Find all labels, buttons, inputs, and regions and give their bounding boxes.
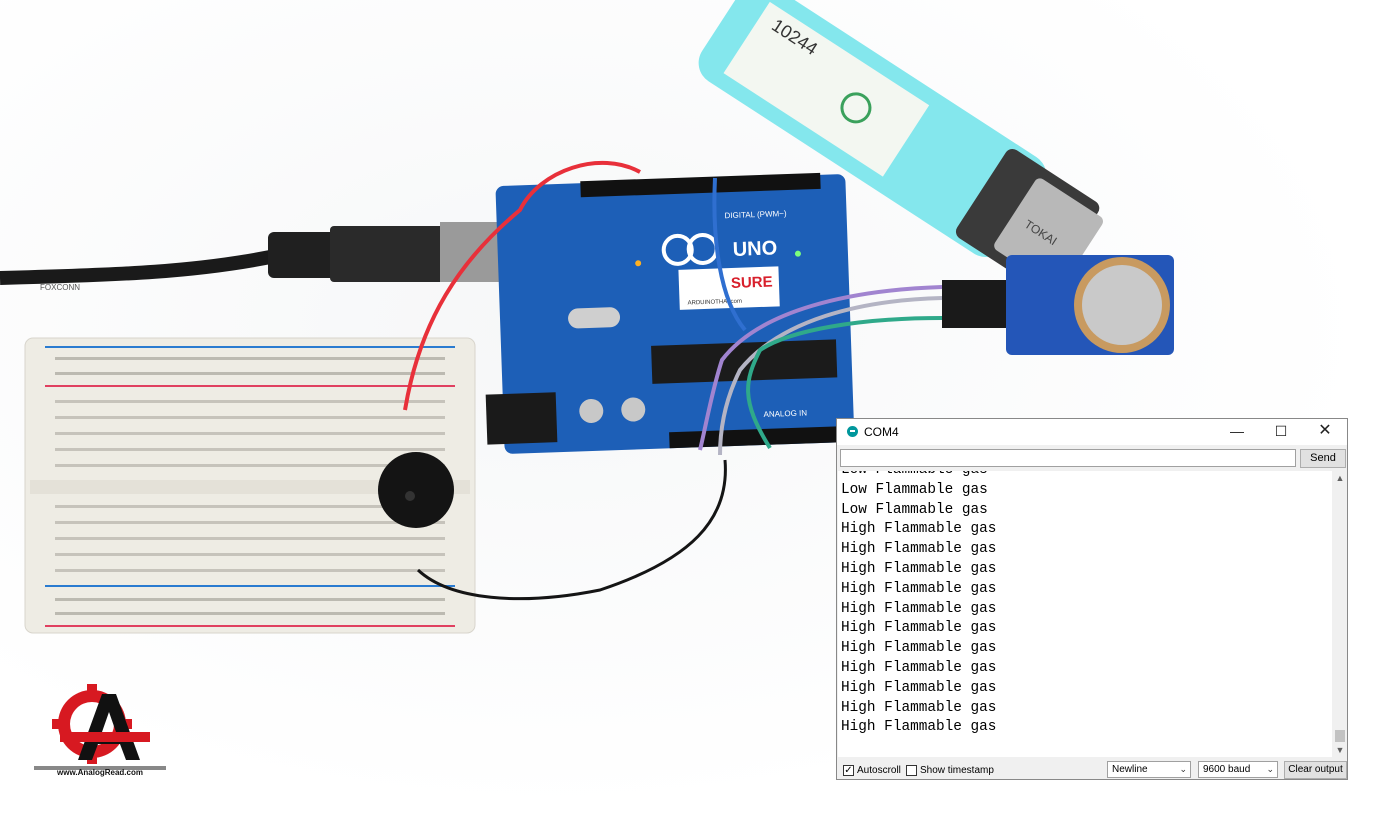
clear-output-button[interactable]: Clear output: [1284, 761, 1347, 779]
output-line: Low Flammable gas: [841, 501, 988, 518]
output-line: High Flammable gas: [841, 600, 997, 617]
logo-url: www.AnalogRead.com: [57, 768, 143, 777]
board-label: UNO: [732, 237, 777, 261]
output-line: High Flammable gas: [841, 541, 997, 558]
black-wire: [416, 459, 727, 601]
baud-rate-select[interactable]: 9600 baud ⌄: [1198, 761, 1278, 778]
output-line: High Flammable gas: [841, 719, 997, 736]
status-bar: ✓ Autoscroll Show timestamp Newline ⌄ 96…: [837, 759, 1347, 781]
usb-plug-grip: [330, 226, 450, 282]
scroll-down-icon[interactable]: ▼: [1335, 745, 1345, 755]
autoscroll-label: Autoscroll: [857, 764, 901, 776]
sensor-header: [942, 280, 1006, 328]
blue-wire: [712, 177, 747, 332]
gear-a-logo-icon: [34, 684, 166, 770]
baud-rate-value: 9600 baud: [1203, 764, 1251, 775]
output-line: High Flammable gas: [841, 679, 997, 696]
usb-cable: [0, 248, 282, 285]
scroll-thumb[interactable]: [1335, 730, 1345, 742]
checkbox-checked-icon[interactable]: ✓: [843, 764, 854, 776]
analogread-logo: www.AnalogRead.com: [30, 682, 170, 786]
chevron-down-icon: ⌄: [1179, 764, 1187, 774]
breadboard-holes: [55, 357, 445, 615]
board-analog-label: ANALOG IN: [763, 408, 807, 419]
output-line: Low Flammable gas: [841, 481, 988, 498]
autoscroll-checkbox[interactable]: ✓ Autoscroll: [843, 763, 901, 777]
output-line: High Flammable gas: [841, 640, 997, 657]
arduino-board: SURE ARDUINOTHAI.com UNO DIGITAL (PWM~) …: [485, 172, 855, 454]
output-line: Low Flammable gas: [841, 471, 996, 481]
output-line: High Flammable gas: [841, 521, 997, 538]
line-ending-value: Newline: [1112, 764, 1148, 775]
output-line: High Flammable gas: [841, 560, 997, 577]
output-scrollbar[interactable]: ▲ ▼: [1333, 471, 1347, 757]
buzzer: [378, 452, 454, 528]
timestamp-checkbox[interactable]: Show timestamp: [906, 763, 994, 777]
line-ending-select[interactable]: Newline ⌄: [1107, 761, 1191, 778]
arduino-app-icon: [847, 426, 858, 437]
serial-input[interactable]: [840, 449, 1296, 467]
send-button[interactable]: Send: [1300, 449, 1346, 468]
window-title: COM4: [864, 425, 899, 439]
checkbox-unchecked-icon[interactable]: [906, 764, 917, 776]
scroll-up-icon[interactable]: ▲: [1335, 473, 1345, 483]
board-sticker-sub: ARDUINOTHAI.com: [688, 299, 743, 307]
timestamp-label: Show timestamp: [920, 764, 994, 776]
red-wire: [403, 160, 641, 411]
output-line: High Flammable gas: [841, 659, 997, 676]
minimize-button[interactable]: —: [1230, 423, 1244, 439]
output-line: High Flammable gas: [841, 699, 997, 716]
send-row: Send: [840, 449, 1346, 469]
board-digital-label: DIGITAL (PWM~): [724, 209, 787, 220]
close-button[interactable]: ✕: [1318, 422, 1332, 439]
maximize-button[interactable]: ☐: [1274, 423, 1288, 439]
output-line: High Flammable gas: [841, 620, 997, 637]
window-titlebar[interactable]: COM4 — ☐ ✕: [837, 419, 1347, 445]
output-line: High Flammable gas: [841, 580, 997, 597]
chevron-down-icon: ⌄: [1266, 764, 1274, 774]
board-sticker: SURE: [731, 274, 773, 292]
purple-wire: [698, 285, 943, 451]
usb-cable-print: FOXCONN: [40, 283, 80, 292]
green-wire: [746, 316, 943, 450]
